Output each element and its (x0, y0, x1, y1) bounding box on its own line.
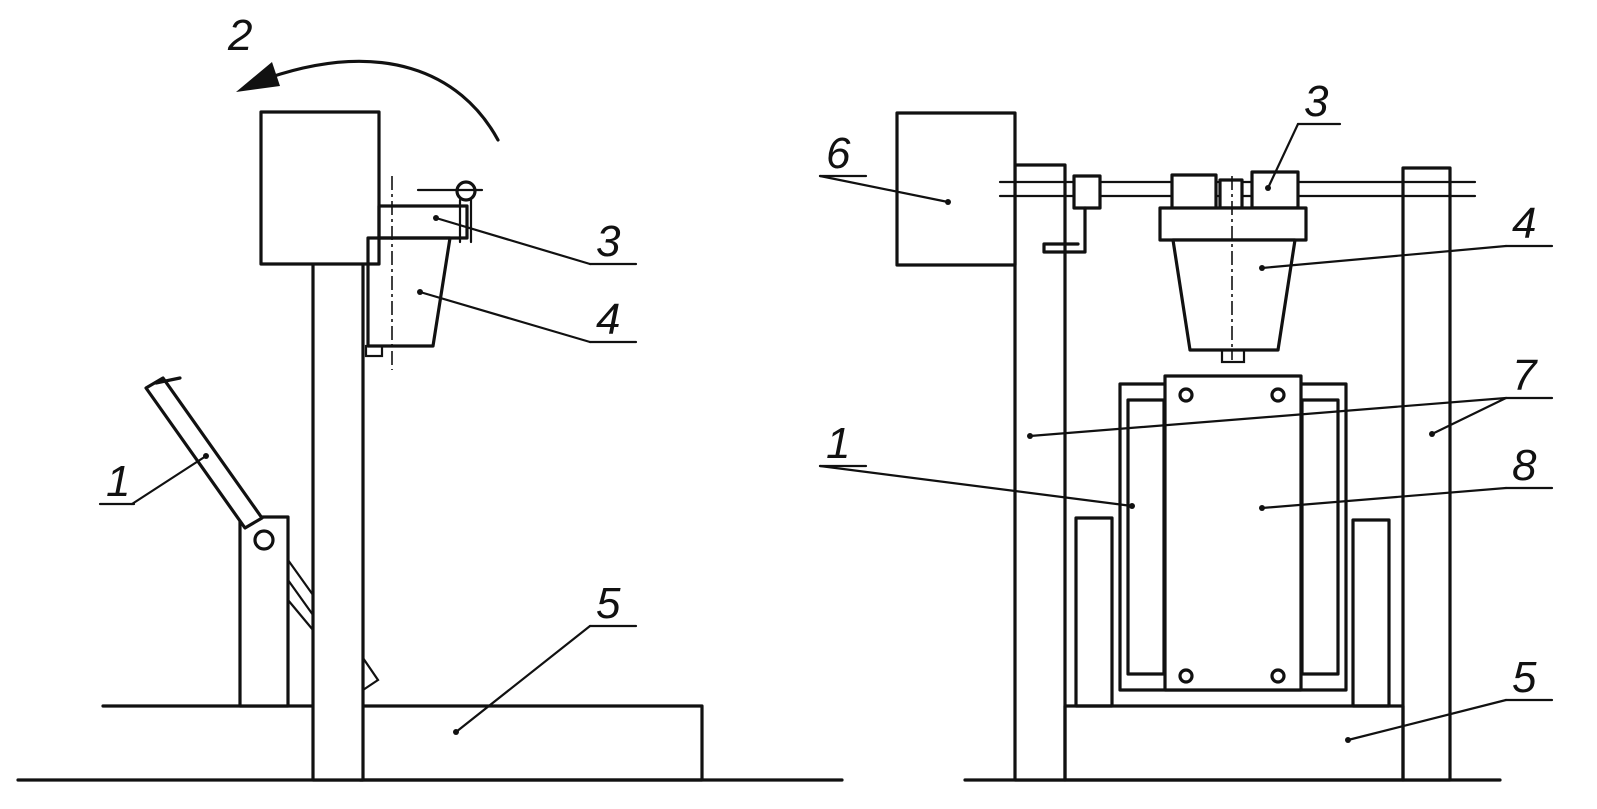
left-strut-a (286, 558, 315, 597)
label-3-right: 3 (1304, 77, 1329, 126)
rotation-arrow (266, 59, 500, 142)
container-bolt-bl (1178, 668, 1194, 684)
container-bolt-tl (1178, 387, 1194, 403)
right-left-column (1013, 163, 1067, 782)
left-strut-c (286, 598, 315, 632)
leader-4-left (418, 290, 592, 344)
right-mount-right (1250, 170, 1300, 210)
label-5-right: 5 (1512, 653, 1537, 702)
leader-4-right (1260, 244, 1508, 270)
left-lever-stand (238, 515, 290, 708)
leader-1-left-dot (203, 453, 209, 459)
leader-5-left (454, 624, 592, 734)
label-4-left: 4 (596, 295, 620, 344)
right-side-block-right (1351, 518, 1391, 708)
leader-6 (818, 174, 950, 204)
leader-5-right-dot (1345, 737, 1351, 743)
container-bolt-br (1270, 668, 1286, 684)
right-bucket-body (1171, 238, 1297, 352)
right-shaft-bracket (1042, 206, 1087, 254)
leader-7-a (1028, 396, 1508, 438)
leader-5-right (1346, 698, 1508, 742)
left-bucket-latch (364, 344, 384, 358)
right-motor-box (895, 111, 1017, 267)
left-column (311, 260, 365, 782)
leader-7-b (1430, 396, 1508, 436)
left-side-view: 2 1 3 4 5 (16, 11, 844, 782)
label-4-right: 4 (1512, 199, 1536, 248)
right-coupling (1072, 174, 1102, 210)
left-pivot-ring (455, 180, 477, 202)
left-lever-arm (144, 376, 264, 530)
leader-7-dot-a (1027, 433, 1033, 439)
leader-8 (1260, 486, 1508, 510)
right-mount-left (1170, 173, 1218, 211)
right-mount-center (1218, 178, 1244, 210)
label-8: 8 (1512, 441, 1537, 490)
leader-3-left-dot (433, 215, 439, 221)
label-6: 6 (826, 129, 851, 178)
leader-4-left-dot (417, 289, 423, 295)
leader-1-right-dot (1129, 503, 1135, 509)
left-lever-pivot (253, 529, 275, 551)
right-side-block-left (1074, 516, 1114, 708)
leader-7-dot-b (1429, 431, 1435, 437)
leader-4-right-dot (1259, 265, 1265, 271)
right-container (1163, 374, 1303, 692)
label-1-right: 1 (826, 419, 850, 468)
right-base-block (1063, 704, 1405, 782)
left-base-block (358, 704, 704, 782)
leader-3-right (1266, 122, 1300, 190)
right-bucket-nozzle (1220, 348, 1246, 364)
label-1-left: 1 (106, 457, 130, 506)
container-bolt-tr (1270, 387, 1286, 403)
leader-6-dot (945, 199, 951, 205)
leader-5-left-dot (453, 729, 459, 735)
label-7: 7 (1512, 351, 1538, 400)
label-2: 2 (227, 11, 252, 60)
left-top-box (259, 110, 381, 266)
leader-3-left (434, 216, 592, 266)
leader-3-right-dot (1265, 185, 1271, 191)
rotation-arrow-head (236, 62, 280, 92)
right-front-view: 6 3 4 7 1 8 5 (818, 77, 1554, 782)
left-column-foot-clip (361, 654, 380, 693)
label-3-left: 3 (596, 217, 621, 266)
right-bucket-rim (1158, 206, 1308, 242)
label-5-left: 5 (596, 579, 621, 628)
leader-8-dot (1259, 505, 1265, 511)
left-lever-tip (154, 376, 182, 385)
leader-1-left (130, 454, 208, 506)
left-strut-b (286, 578, 315, 617)
left-bucket (366, 236, 452, 348)
right-right-column (1401, 166, 1452, 782)
leader-1-right (818, 464, 1134, 508)
